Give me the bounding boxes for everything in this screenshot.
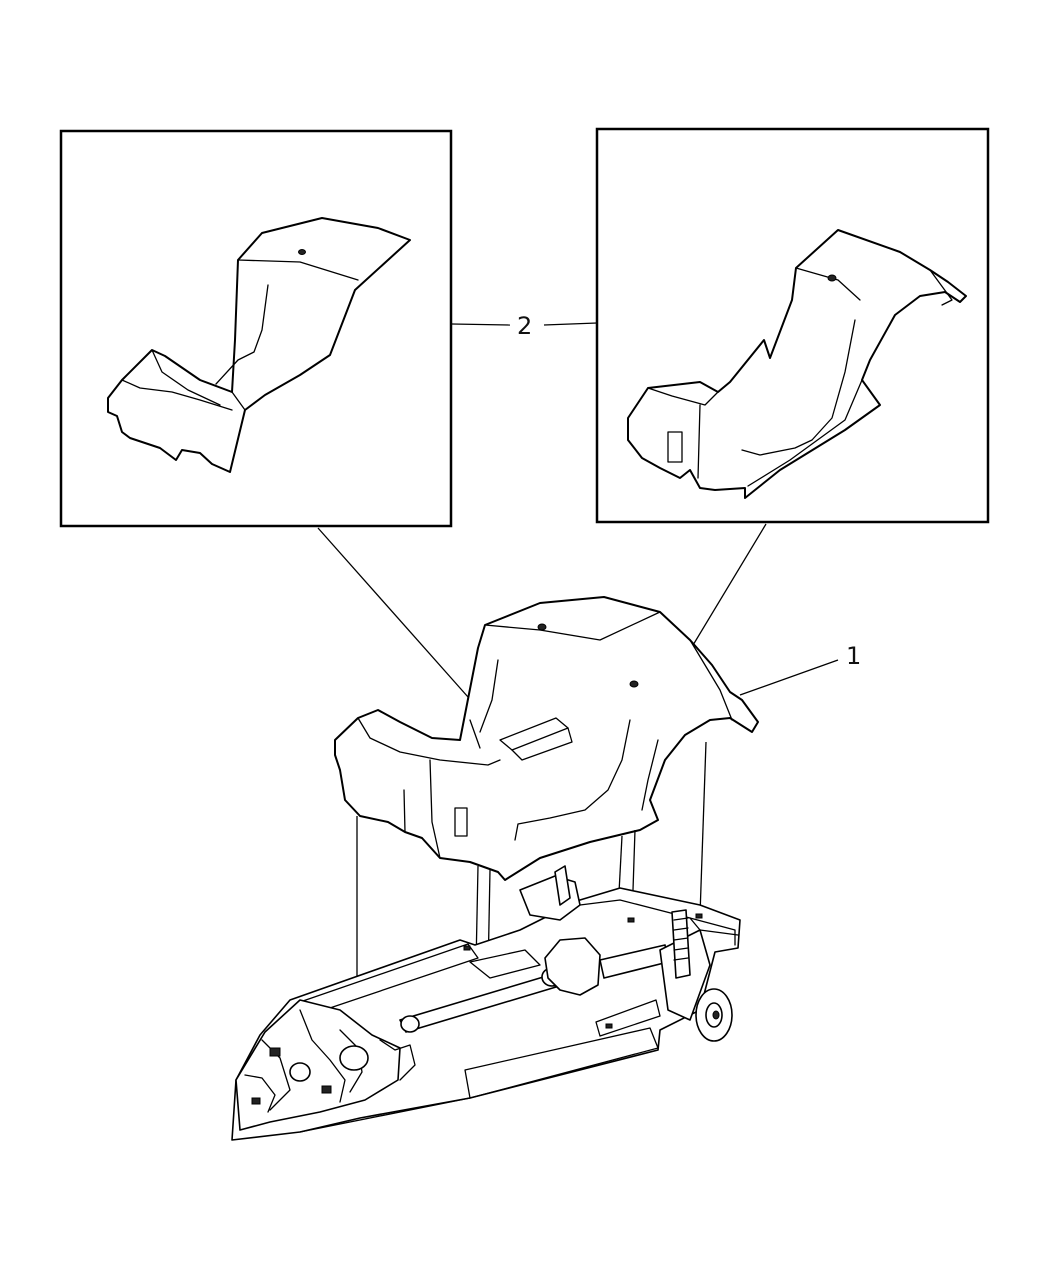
callout-label-1: 1 [846, 642, 861, 670]
callout-label-2: 2 [517, 312, 532, 340]
main-insulation-part [334, 596, 759, 881]
insulation-detail-right [627, 229, 967, 499]
callout-2: 2 [451, 312, 598, 340]
vehicle-chassis [231, 865, 741, 1141]
callout-1: 1 [739, 642, 861, 696]
leader-left-box [317, 527, 469, 698]
insulation-detail-left [107, 217, 411, 473]
detail-box-right [595, 127, 990, 524]
detail-box-left [59, 129, 453, 528]
